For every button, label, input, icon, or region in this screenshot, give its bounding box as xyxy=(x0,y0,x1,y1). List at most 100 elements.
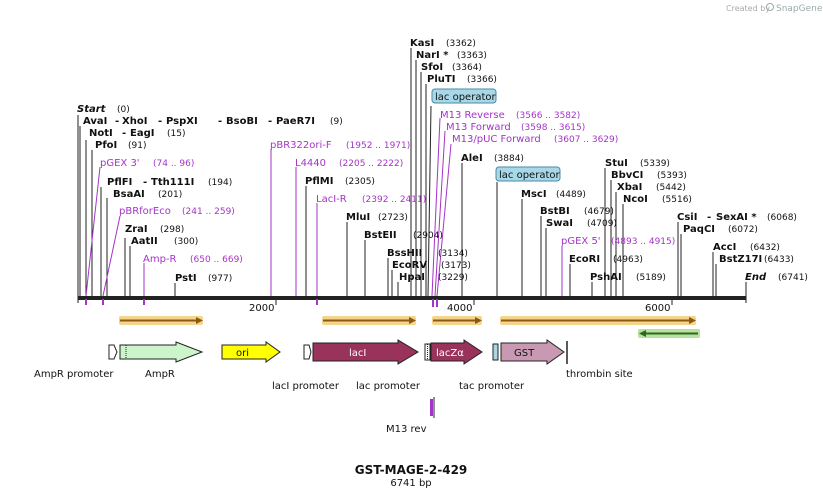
tac-promoter-feature[interactable] xyxy=(492,343,499,361)
enzyme-site[interactable]: PstI xyxy=(175,273,197,284)
laci-feature[interactable] xyxy=(312,339,419,365)
primer-label[interactable]: Amp-R xyxy=(143,254,177,265)
enzyme-position: (300) xyxy=(174,237,198,247)
primer-leader-lines xyxy=(85,105,563,297)
enzyme-site[interactable]: EcoRI xyxy=(569,254,600,265)
enzyme-site[interactable]: BbvCI xyxy=(611,170,643,181)
primer-label[interactable]: pBR322ori-F xyxy=(270,140,332,151)
enzyme-site[interactable]: BstBI xyxy=(540,206,570,217)
enzyme-site[interactable]: KasI xyxy=(410,38,434,49)
enzyme-position: (194) xyxy=(208,178,232,188)
lac-operator-box[interactable] xyxy=(431,88,497,104)
ruler-label: 2000 xyxy=(249,303,274,314)
primer-label[interactable]: M13/pUC Forward xyxy=(452,134,541,145)
enzyme-site[interactable]: PaeR7I xyxy=(276,116,315,127)
enzyme-site[interactable]: PaqCI xyxy=(683,224,715,235)
backbone-bar xyxy=(78,296,746,300)
enzyme-position: (977) xyxy=(208,274,232,284)
lac-operator-label: lac operator xyxy=(499,170,560,181)
enzyme-site[interactable]: AatII xyxy=(131,236,158,247)
enzyme-separator: - xyxy=(122,128,126,139)
enzyme-site[interactable]: AccI xyxy=(713,242,736,253)
enzyme-site[interactable]: XhoI xyxy=(122,116,147,127)
primer-label[interactable]: L4440 xyxy=(295,158,326,169)
m13-rev-feature[interactable] xyxy=(430,399,433,416)
enzyme-site[interactable]: BsoBI xyxy=(226,116,258,127)
enzyme-site[interactable]: SfoI xyxy=(421,62,443,73)
enzyme-site[interactable]: PspXI xyxy=(166,116,198,127)
enzyme-site[interactable]: AvaI xyxy=(83,116,107,127)
backbone xyxy=(77,292,747,303)
enzyme-site[interactable]: Tth111I xyxy=(151,177,194,188)
snapgene-logo-icon xyxy=(766,3,774,11)
enzyme-site[interactable]: PflFI xyxy=(107,177,132,188)
enzyme-position: (201) xyxy=(158,190,182,200)
enzyme-site[interactable]: PfoI xyxy=(95,140,117,151)
enzyme-site[interactable]: ZraI xyxy=(125,224,148,235)
laci-promoter-feature[interactable] xyxy=(303,344,312,360)
enzyme-leader-lines xyxy=(77,48,747,296)
enzyme-position: (6741) xyxy=(778,273,808,283)
enzyme-site[interactable]: SwaI xyxy=(546,218,573,229)
enzyme-site[interactable]: PshAI xyxy=(590,272,622,283)
primer-position: (2205 .. 2222) xyxy=(339,159,403,169)
enzyme-position: (3884) xyxy=(494,154,524,164)
enzyme-separator: - xyxy=(115,116,119,127)
enzyme-site[interactable]: MluI xyxy=(346,212,370,223)
primer-label[interactable]: pGEX 3' xyxy=(100,158,140,169)
feature-label: AmpR promoter xyxy=(34,369,114,380)
enzyme-position: (5516) xyxy=(662,195,692,205)
lac-operator-box[interactable] xyxy=(495,166,561,182)
enzyme-separator: - xyxy=(268,116,272,127)
lac-operator-label: lac operator xyxy=(435,92,496,103)
enzyme-position: (6068) xyxy=(767,213,797,223)
enzyme-site[interactable]: SexAI * xyxy=(716,212,757,223)
map-subtitle: 6741 bp xyxy=(390,478,431,489)
enzyme-site[interactable]: BstEII xyxy=(364,230,397,241)
enzyme-separator: - xyxy=(143,177,147,188)
enzyme-site[interactable]: BsaAI xyxy=(113,189,145,200)
enzyme-site[interactable]: NarI * xyxy=(416,50,449,61)
primer-position: (2392 .. 2411) xyxy=(362,195,426,205)
enzyme-site[interactable]: PluTI xyxy=(427,74,455,85)
enzyme-site[interactable]: Start xyxy=(77,104,107,115)
enzyme-site[interactable]: EcoRV xyxy=(392,260,427,271)
enzyme-site[interactable]: HpaI xyxy=(399,272,425,283)
enzyme-site[interactable]: AleI xyxy=(461,153,483,164)
primer-label[interactable]: M13 Forward xyxy=(446,122,511,133)
enzyme-site[interactable]: NotI xyxy=(89,128,113,139)
enzyme-separator: - xyxy=(218,116,222,127)
primer-position: (241 .. 259) xyxy=(182,207,235,217)
enzyme-labels: Start (0) AvaI - XhoI - PspXI - BsoBI - … xyxy=(77,38,808,284)
enzyme-site[interactable]: BssHII xyxy=(387,248,422,259)
enzyme-position: (5189) xyxy=(636,273,666,283)
enzyme-position: (4489) xyxy=(556,190,586,200)
enzyme-site[interactable]: StuI xyxy=(605,158,628,169)
primer-label[interactable]: pGEX 5' xyxy=(561,236,601,247)
enzyme-position: (6433) xyxy=(764,255,794,265)
enzyme-site[interactable]: End xyxy=(745,272,767,283)
ampr-promoter-feature[interactable] xyxy=(108,344,118,360)
primer-label[interactable]: LacI-R xyxy=(316,194,347,205)
primer-label[interactable]: M13 Reverse xyxy=(440,110,505,121)
ampr-feature[interactable] xyxy=(119,341,204,363)
enzyme-site[interactable]: PflMI xyxy=(305,176,333,187)
credit-brand[interactable]: SnapGene xyxy=(776,4,823,14)
enzyme-site[interactable]: MscI xyxy=(521,189,547,200)
gst-label: GST xyxy=(514,348,535,359)
ori-feature[interactable] xyxy=(221,341,281,363)
enzyme-position: (3134) xyxy=(438,249,468,259)
lacz-alpha-feature[interactable] xyxy=(430,339,483,365)
gst-feature[interactable] xyxy=(500,339,565,365)
enzyme-position: (4963) xyxy=(613,255,643,265)
enzyme-position: (91) xyxy=(128,141,146,151)
enzyme-site[interactable]: NcoI xyxy=(623,194,648,205)
enzyme-site[interactable]: BstZ17I xyxy=(719,254,762,265)
orf-arrows xyxy=(119,316,700,338)
primer-position: (74 .. 96) xyxy=(153,159,194,169)
enzyme-site[interactable]: XbaI xyxy=(617,182,642,193)
enzyme-position: (5442) xyxy=(656,183,686,193)
enzyme-site[interactable]: EagI xyxy=(130,128,154,139)
primer-label[interactable]: pBRforEco xyxy=(119,206,171,217)
enzyme-site[interactable]: CsiI xyxy=(677,212,697,223)
